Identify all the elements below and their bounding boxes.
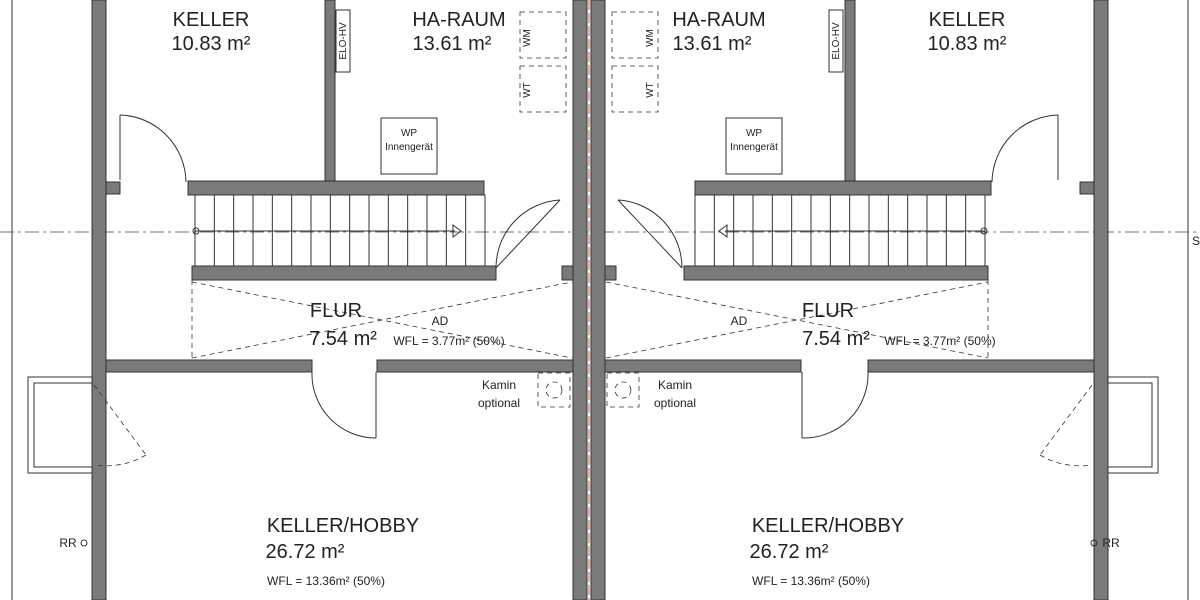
- wall-flur-hobby-right-a: [604, 359, 802, 373]
- elo-box-right: [828, 9, 844, 73]
- wfl-flur-left: WFL = 3.77m² (50%): [393, 334, 504, 348]
- party-wall-right: [590, 0, 606, 600]
- rr-marker-right: [1090, 539, 1098, 547]
- kamin-optional-left: optional: [478, 396, 520, 410]
- staircase-left: [192, 194, 486, 267]
- room-area-hobby-left: 26.72 m²: [266, 541, 345, 563]
- wm-label-left: WM: [522, 29, 533, 47]
- wall-keller-haraum-left: [324, 0, 336, 183]
- wm-box-right: [611, 11, 659, 59]
- wp-sublabel-right: Innengerät: [730, 142, 778, 153]
- kamin-box-right: [606, 372, 640, 408]
- flur-diagonal-left: [191, 280, 573, 360]
- room-name-hobby-left: KELLER/HOBBY: [267, 515, 419, 537]
- wall-flur-hobby-right-b: [867, 359, 1095, 373]
- kamin-box-left: [537, 372, 571, 408]
- wt-label-right: WT: [645, 82, 656, 98]
- elo-box-left: [335, 9, 351, 73]
- wt-label-left: WT: [522, 82, 533, 98]
- door-hobby-left: [311, 371, 377, 439]
- wall-stub: [604, 265, 617, 281]
- rr-marker-left: [80, 539, 88, 547]
- room-area-keller-right: 10.83 m²: [928, 33, 1007, 55]
- room-name-haraum-right: HA-RAUM: [672, 9, 765, 31]
- kamin-label-left: Kamin: [482, 378, 516, 392]
- wt-box-right: [611, 65, 659, 113]
- kamin-circle-left: [545, 381, 563, 399]
- wp-label-left: WP: [401, 128, 417, 139]
- ad-label-left: AD: [432, 314, 449, 328]
- room-name-flur-right: FLUR: [802, 300, 854, 322]
- wm-box-left: [519, 11, 567, 59]
- rr-label-left: RR: [59, 536, 77, 550]
- room-name-flur-left: FLUR: [310, 300, 362, 322]
- room-area-hobby-right: 26.72 m²: [750, 541, 829, 563]
- stair-wall-top-left: [187, 180, 485, 196]
- wp-sublabel-left: Innengerät: [385, 142, 433, 153]
- wp-label-right: WP: [746, 128, 762, 139]
- room-name-keller-left: KELLER: [173, 9, 250, 31]
- wall-flur-hobby-left-b: [376, 359, 574, 373]
- flur-diagonal-right: [605, 280, 989, 360]
- wall-stub: [561, 265, 574, 281]
- room-area-haraum-left: 13.61 m²: [413, 33, 492, 55]
- ad-label-right: AD: [731, 314, 748, 328]
- room-area-flur-right: 7.54 m²: [802, 328, 870, 350]
- kamin-label-right: Kamin: [658, 378, 692, 392]
- door-hobby-right: [801, 371, 869, 439]
- wp-box-left: [380, 117, 438, 175]
- light-well-left: [27, 376, 147, 474]
- room-area-keller-left: 10.83 m²: [172, 33, 251, 55]
- stair-wall-top-right: [694, 180, 992, 196]
- rr-label-right: RR: [1102, 536, 1120, 550]
- outer-wall-right: [1093, 0, 1109, 600]
- kamin-circle-right: [614, 381, 632, 399]
- wall-keller-haraum-right: [844, 0, 856, 183]
- wfl-hobby-right: WFL = 13.36m² (50%): [752, 574, 870, 588]
- wall-flur-hobby-left-a: [105, 359, 313, 373]
- section-mark: S: [1192, 234, 1200, 248]
- room-name-keller-right: KELLER: [929, 9, 1006, 31]
- elo-label-left: ELO-HV: [338, 22, 349, 60]
- stair-wall-bottom-right: [683, 265, 989, 281]
- wfl-flur-right: WFL = 3.77m² (50%): [884, 334, 995, 348]
- staircase-right: [694, 194, 988, 267]
- door-haraum-left: [495, 199, 561, 269]
- door-keller-left: [119, 114, 187, 183]
- wt-box-left: [519, 65, 567, 113]
- wall-stub: [1079, 181, 1095, 195]
- door-haraum-right: [617, 199, 683, 269]
- room-name-hobby-right: KELLER/HOBBY: [752, 515, 904, 537]
- party-wall-left: [572, 0, 588, 600]
- light-well-right: [1039, 376, 1159, 474]
- wp-box-right: [725, 117, 783, 175]
- door-keller-right: [991, 114, 1059, 183]
- outer-wall-left: [91, 0, 107, 600]
- room-area-haraum-right: 13.61 m²: [673, 33, 752, 55]
- kamin-optional-right: optional: [654, 396, 696, 410]
- wm-label-right: WM: [645, 29, 656, 47]
- room-name-haraum-left: HA-RAUM: [412, 9, 505, 31]
- room-area-flur-left: 7.54 m²: [309, 328, 377, 350]
- elo-label-right: ELO-HV: [831, 22, 842, 60]
- wfl-hobby-left: WFL = 13.36m² (50%): [267, 574, 385, 588]
- stair-wall-bottom-left: [191, 265, 497, 281]
- wall-stub: [105, 181, 121, 195]
